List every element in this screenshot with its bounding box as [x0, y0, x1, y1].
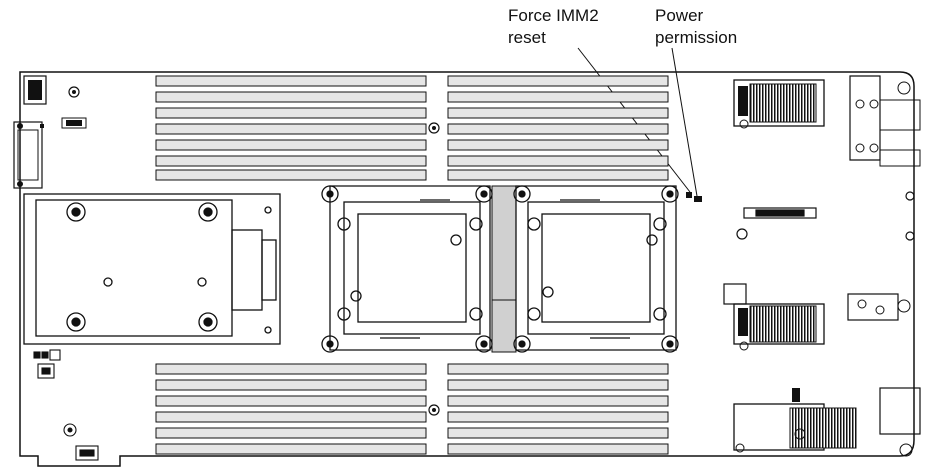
- dimm-bank-upper-right: [447, 75, 669, 181]
- bottom-left-components: [33, 349, 99, 461]
- dimm-bank-lower-left: [155, 363, 427, 455]
- board-outline: [19, 71, 915, 467]
- connector-top-right: [733, 75, 921, 167]
- rear-connectors-top-left: [13, 75, 87, 189]
- callout-power-permission-line1: Power: [655, 6, 704, 25]
- center-strip: [491, 185, 517, 353]
- connector-middle-right: [736, 191, 915, 241]
- callout-force-imm2-reset-line2: reset: [508, 28, 546, 47]
- connector-lower-right-1: [723, 283, 911, 351]
- processor-socket-1: [321, 185, 493, 353]
- jumper-force-imm2-reset: [686, 192, 692, 198]
- drive-cage-left: [23, 193, 281, 345]
- dimm-bank-upper-left: [155, 75, 427, 181]
- callout-force-imm2-reset-line1: Force IMM2: [508, 6, 599, 25]
- callout-power-permission-line2: permission: [655, 28, 738, 47]
- processor-socket-2: [513, 185, 679, 353]
- dimm-bank-lower-right: [447, 363, 669, 455]
- jumper-power-permission: [694, 196, 702, 202]
- connector-lower-right-2: [733, 387, 921, 457]
